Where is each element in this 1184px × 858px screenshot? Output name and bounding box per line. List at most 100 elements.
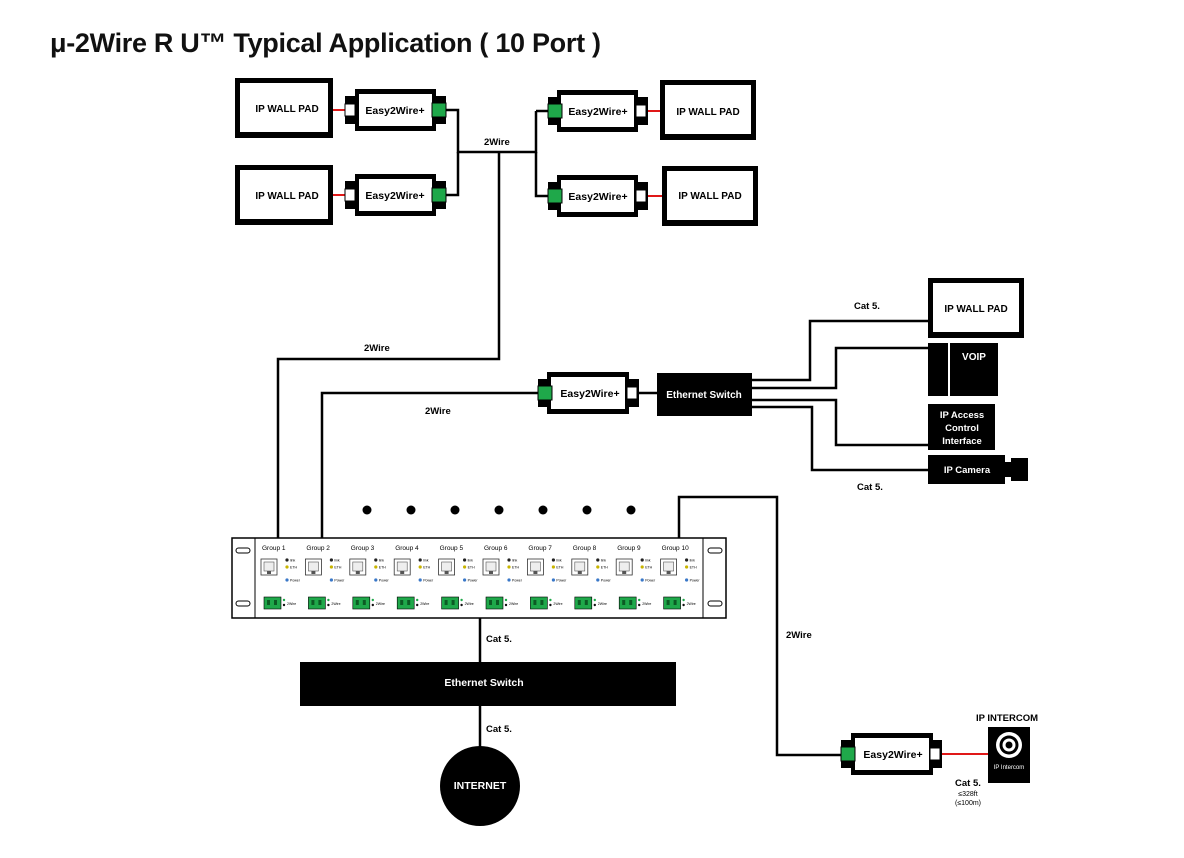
wire-switch-voip (752, 346, 928, 390)
ethernet-switch-middle: Ethernet Switch (657, 373, 752, 416)
led-link-label: link (556, 559, 562, 563)
access-label-line2: Control (945, 423, 979, 434)
converter-label: Easy2Wire+ (365, 105, 424, 117)
camera-label: IP Camera (944, 465, 991, 476)
rack-group-label: Group 5 (440, 545, 464, 552)
port-2wire-label: 2Wire (642, 602, 651, 606)
led-power-label: Power (601, 579, 612, 583)
converter-label: Easy2Wire+ (560, 388, 619, 400)
label-2wire-group1: 2Wire (364, 343, 390, 354)
ip-camera: IP Camera (928, 455, 1028, 484)
continuation-dots (362, 505, 636, 515)
rj45-port-icon (660, 558, 678, 576)
label-cat5-wallpad: Cat 5. (854, 301, 880, 312)
port-2wire-label: 2Wire (553, 602, 562, 606)
label-cat5-camera: Cat 5. (857, 482, 883, 493)
port-2wire-label: 2Wire (376, 602, 385, 606)
led-eth-label: ETH (468, 566, 475, 570)
led-eth-label: ETH (512, 566, 519, 570)
wire-bl-converter (446, 152, 460, 197)
internet-label: INTERNET (454, 780, 507, 792)
rack-group-label: Group 2 (306, 545, 330, 552)
converter-top-right: Easy2Wire+ (547, 90, 648, 132)
voip-label: VOIP (962, 352, 986, 363)
terminal-block-icon (352, 596, 371, 610)
port-2wire-label: 2Wire (509, 602, 518, 606)
rack-group-label: Group 10 (662, 545, 689, 552)
led-eth-label: ETH (423, 566, 430, 570)
ethernet-switch-bottom: Ethernet Switch (300, 662, 676, 706)
led-link-label: link (290, 559, 296, 563)
label-distance-m: (≤100m) (955, 800, 981, 807)
patch-cables (333, 109, 990, 755)
wall-pad-bottom-left: IP WALL PAD (235, 165, 333, 225)
rj45-port-icon (349, 558, 367, 576)
voip-phone: VOIP (928, 343, 998, 396)
converter-bottom-right: Easy2Wire+ (547, 175, 648, 217)
switch-label: Ethernet Switch (444, 677, 523, 689)
led-power-label: Power (512, 579, 523, 583)
wall-pad-label: IP WALL PAD (255, 191, 318, 202)
led-link-label: link (512, 559, 518, 563)
led-power-label: Power (645, 579, 656, 583)
rj45-port-icon (615, 558, 633, 576)
port-2wire-label: 2Wire (331, 602, 340, 606)
led-eth-label: ETH (601, 566, 608, 570)
led-link-label: link (379, 559, 385, 563)
rack-group-label: Group 7 (528, 545, 552, 552)
port-2wire-label: 2Wire (687, 602, 696, 606)
led-power-label: Power (690, 579, 701, 583)
intercom-inner-label: IP Intercom (994, 765, 1025, 771)
converter-bottom-left: Easy2Wire+ (344, 174, 447, 216)
led-link-label: link (601, 559, 607, 563)
rj45-port-icon (526, 558, 544, 576)
port-2wire-label: 2Wire (598, 602, 607, 606)
led-power-label: Power (423, 579, 434, 583)
terminal-block-icon (574, 596, 593, 610)
wire-br-converter (534, 152, 548, 198)
converter-label: Easy2Wire+ (365, 190, 424, 202)
diagram-title: μ-2Wire R U™ Typical Application ( 10 Po… (50, 28, 601, 58)
wires (276, 108, 928, 757)
internet-cloud: INTERNET (440, 746, 520, 826)
wall-pad-label: IP WALL PAD (944, 304, 1007, 315)
wall-pad-bottom-right: IP WALL PAD (662, 166, 758, 226)
label-cat5-rack: Cat 5. (486, 634, 512, 645)
terminal-block-icon (263, 596, 282, 610)
led-eth-label: ETH (290, 566, 297, 570)
converter-intercom: Easy2Wire+ (840, 733, 942, 775)
terminal-block-icon (618, 596, 637, 610)
port-2wire-label: 2Wire (420, 602, 429, 606)
led-eth-label: ETH (690, 566, 697, 570)
wire-switch-wallpad (752, 319, 928, 382)
port-2wire-label: 2Wire (287, 602, 296, 606)
label-2wire-intercom: 2Wire (786, 630, 812, 641)
wall-pad-label: IP WALL PAD (255, 104, 318, 115)
rj45-port-icon (482, 558, 500, 576)
rack-group-label: Group 8 (573, 545, 597, 552)
access-control-interface: IP Access Control Interface (928, 404, 995, 450)
terminal-block-icon (307, 596, 326, 610)
led-link-label: link (334, 559, 340, 563)
rack-group-label: Group 3 (351, 545, 375, 552)
converter-label: Easy2Wire+ (568, 106, 627, 118)
wire-switch-access (752, 398, 928, 447)
led-link-label: link (645, 559, 651, 563)
converter-label: Easy2Wire+ (863, 749, 922, 761)
terminal-block-icon (485, 596, 504, 610)
converter-middle: Easy2Wire+ (537, 372, 639, 414)
wall-pad-top-right: IP WALL PAD (660, 80, 756, 140)
rj45-port-icon (571, 558, 589, 576)
led-link-label: link (468, 559, 474, 563)
led-power-label: Power (379, 579, 390, 583)
led-link-label: link (423, 559, 429, 563)
rj45-port-icon (304, 558, 322, 576)
led-power-label: Power (290, 579, 301, 583)
led-eth-label: ETH (645, 566, 652, 570)
